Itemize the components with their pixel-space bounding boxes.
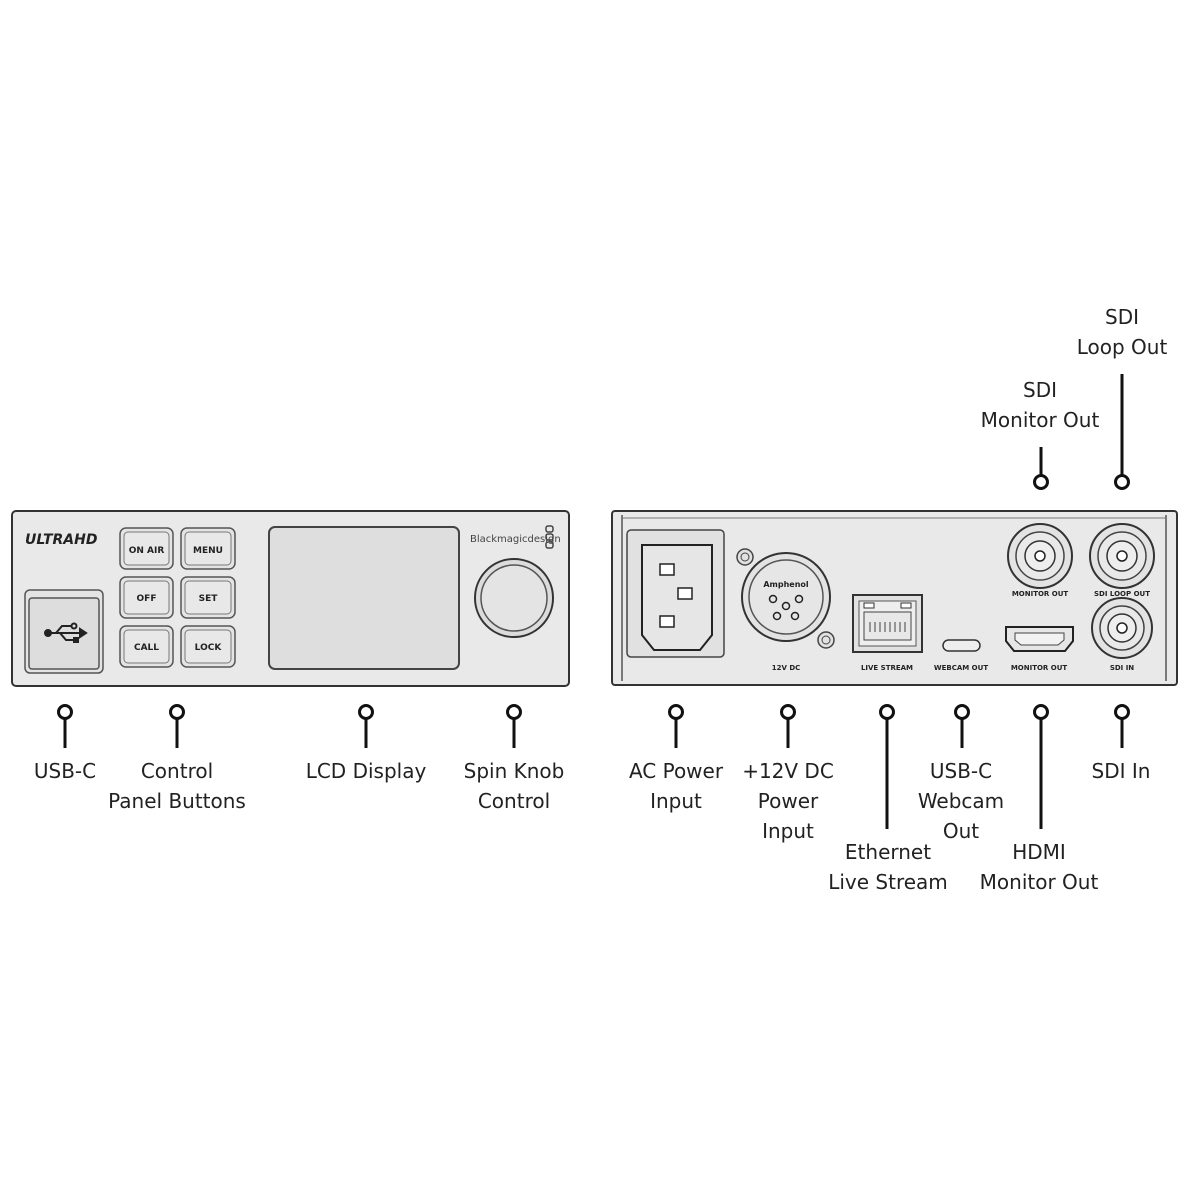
- callout-usb-c-webcam-out-line-1: USB-C: [929, 759, 993, 783]
- lcd-display: [268, 526, 460, 670]
- callout-sdi-in-line-1: SDI In: [1091, 759, 1151, 783]
- on-air-button-label: ON AIR: [129, 546, 165, 556]
- callout-ethernet-live-stream-line-1: Ethernet: [844, 840, 932, 864]
- callout-ethernet-live-stream-line-2: Live Stream: [828, 870, 948, 894]
- callout-dc-power-input-line-3: Input: [762, 819, 814, 843]
- sdi-in-port[interactable]: [1091, 597, 1153, 659]
- callout-usb-c-webcam-out: USB-C Webcam Out: [861, 756, 1061, 846]
- leader-lines: [57, 374, 1130, 829]
- lock-button[interactable]: LOCK: [180, 625, 236, 668]
- set-button[interactable]: SET: [180, 576, 236, 619]
- control-panel-buttons: ON AIR MENU OFF SET CALL: [119, 527, 236, 668]
- callout-spin-knob-control-line-1: Spin Knob: [463, 759, 565, 783]
- set-button-label: SET: [199, 594, 219, 604]
- callout-sdi-monitor-out: SDI Monitor Out: [940, 375, 1140, 435]
- front-panel: ULTRAHD Blackmagicdesign ON AIR: [11, 510, 570, 687]
- sdi-loop-out-port[interactable]: [1089, 523, 1155, 589]
- rear-panel: Amphenol 12V DC LIVE STREAM WEBCAM O: [611, 510, 1178, 686]
- usb-icon: [44, 622, 88, 643]
- menu-button-label: MENU: [193, 546, 223, 556]
- callout-sdi-monitor-out-line-2: Monitor Out: [980, 408, 1100, 432]
- hdmi-monitor-out-port-label: MONITOR OUT: [1011, 664, 1068, 672]
- callout-ac-power-input: AC Power Input: [576, 756, 776, 816]
- callout-hdmi-monitor-out: HDMI Monitor Out: [939, 837, 1139, 897]
- blackmagic-logo: Blackmagicdesign: [470, 534, 561, 545]
- callout-usb-c: USB-C: [0, 756, 165, 786]
- usb-c-leader: [57, 704, 73, 748]
- callout-usb-c-webcam-out-line-3: Out: [942, 819, 980, 843]
- hdmi-monitor-out-port[interactable]: [1005, 626, 1074, 652]
- spin-knob[interactable]: [474, 558, 554, 638]
- callout-control-panel-buttons-line-2: Panel Buttons: [108, 789, 246, 813]
- callout-hdmi-monitor-out-line-1: HDMI: [1012, 840, 1066, 864]
- webcam-out-port-label: WEBCAM OUT: [934, 664, 988, 672]
- sdi-monitor-out-leader: [1033, 447, 1049, 490]
- lcd-display-leader: [358, 704, 374, 748]
- callout-control-panel-buttons: Control Panel Buttons: [77, 756, 277, 816]
- callout-hdmi-monitor-out-line-2: Monitor Out: [979, 870, 1099, 894]
- callout-sdi-loop-out-line-1: SDI: [1105, 305, 1139, 329]
- usb-c-webcam-port[interactable]: [942, 639, 981, 652]
- callout-dc-power-input-line-2: Power: [757, 789, 819, 813]
- sdi-in-leader: [1114, 704, 1130, 748]
- ac-power-input[interactable]: [626, 529, 725, 658]
- usb-c-webcam-leader: [954, 704, 970, 748]
- dc-port-label: 12V DC: [772, 664, 801, 672]
- sdi-in-port-label: SDI IN: [1110, 664, 1134, 672]
- sdi-monitor-out-port[interactable]: [1007, 523, 1073, 589]
- call-button-label: CALL: [134, 643, 159, 653]
- callout-ac-power-input-line-2: Input: [650, 789, 702, 813]
- ultrahd-logo: ULTRAHD: [25, 532, 97, 548]
- live-stream-port-label: LIVE STREAM: [861, 664, 913, 672]
- callout-ethernet-live-stream: Ethernet Live Stream: [788, 837, 988, 897]
- amphenol-label: Amphenol: [763, 580, 809, 589]
- ethernet-port[interactable]: [852, 594, 923, 653]
- on-air-button[interactable]: ON AIR: [119, 527, 174, 570]
- control-panel-buttons-leader: [169, 704, 185, 748]
- off-button-label: OFF: [137, 594, 157, 604]
- blackmagic-logo-mark: [545, 525, 554, 549]
- callout-lcd-display-line-1: LCD Display: [305, 759, 427, 783]
- call-button[interactable]: CALL: [119, 625, 174, 668]
- sdi-loop-out-port-label: SDI LOOP OUT: [1094, 590, 1150, 598]
- callout-spin-knob-control: Spin Knob Control: [414, 756, 614, 816]
- callout-usb-c-webcam-out-line-2: Webcam: [917, 789, 1005, 813]
- sdi-monitor-out-port-label: MONITOR OUT: [1012, 590, 1069, 598]
- ethernet-leader: [879, 704, 895, 829]
- callout-dc-power-input: +12V DC Power Input: [688, 756, 888, 846]
- sdi-loop-out-leader: [1114, 374, 1130, 490]
- callout-ac-power-input-line-1: AC Power: [628, 759, 724, 783]
- callout-control-panel-buttons-line-1: Control: [140, 759, 214, 783]
- hdmi-leader: [1033, 704, 1049, 829]
- callout-lcd-display: LCD Display: [266, 756, 466, 786]
- callout-sdi-loop-out-line-2: Loop Out: [1076, 335, 1168, 359]
- callout-sdi-in: SDI In: [1021, 756, 1200, 786]
- ac-power-leader: [668, 704, 684, 748]
- callout-sdi-monitor-out-line-1: SDI: [1023, 378, 1057, 402]
- dc-power-leader: [780, 704, 796, 748]
- spin-knob-leader: [506, 704, 522, 748]
- off-button[interactable]: OFF: [119, 576, 174, 619]
- callout-dc-power-input-line-1: +12V DC: [742, 759, 834, 783]
- callout-sdi-loop-out: SDI Loop Out: [997, 302, 1200, 362]
- callout-spin-knob-control-line-2: Control: [477, 789, 551, 813]
- lock-button-label: LOCK: [195, 643, 223, 653]
- dc-power-xlr-input[interactable]: Amphenol: [736, 548, 835, 649]
- menu-button[interactable]: MENU: [180, 527, 236, 570]
- callout-usb-c-line-1: USB-C: [33, 759, 97, 783]
